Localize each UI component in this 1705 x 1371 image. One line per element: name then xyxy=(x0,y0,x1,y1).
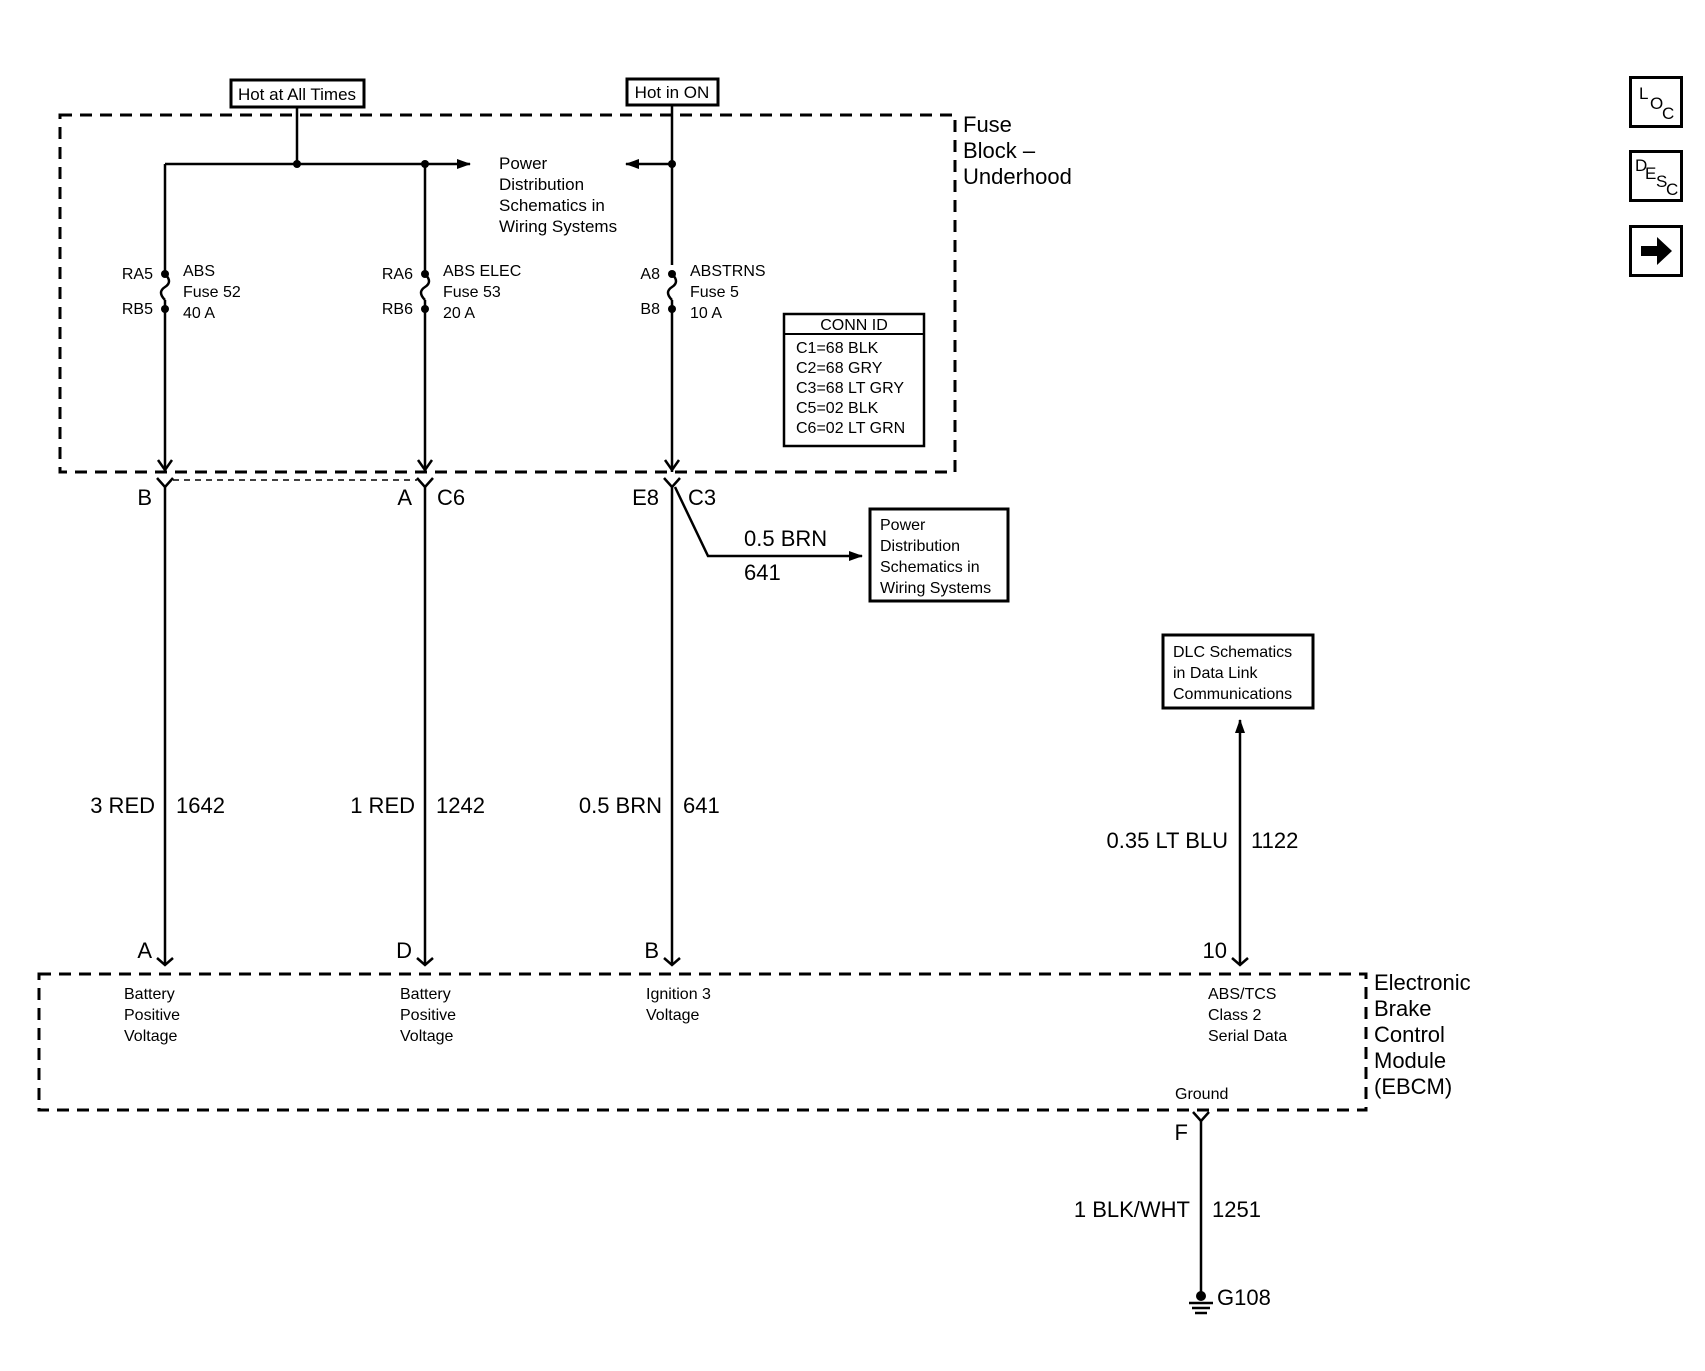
ebcm-outline xyxy=(37,972,1368,1112)
wire-1122-color: 0.35 LT BLU xyxy=(1107,828,1228,853)
wire-1251-circuit: 1251 xyxy=(1212,1197,1261,1222)
svg-text:RB6: RB6 xyxy=(382,301,413,318)
c3-pin-e8: E8 xyxy=(632,485,659,510)
fuse-52: RA5 RB5 ABS Fuse 52 40 A xyxy=(122,263,245,322)
hot-at-all-times-label: Hot at All Times xyxy=(229,78,366,109)
ebcm-ground-label: Ground xyxy=(1175,1086,1228,1103)
wire-641-color: 0.5 BRN xyxy=(579,793,662,818)
svg-text:ABS ELEC Fuse 53 2: ABS ELEC Fuse 53 20 A xyxy=(443,263,526,322)
branch-wire-641 xyxy=(673,486,863,561)
wire-1251-color: 1 BLK/WHT xyxy=(1074,1197,1190,1222)
ground-wire-1251 xyxy=(1192,1111,1210,1295)
fuse-outputs xyxy=(156,309,681,473)
ground-g108: G108 xyxy=(1217,1285,1271,1310)
fuse-block-outline xyxy=(58,113,957,474)
loc-letter-c: C xyxy=(1662,104,1675,123)
ebcm-pin-a: A xyxy=(137,938,152,963)
ebcm-pin-b: B xyxy=(644,938,659,963)
svg-text:RA5: RA5 xyxy=(122,266,153,283)
wire-1242-circuit: 1242 xyxy=(436,793,485,818)
wire-641-circuit: 641 xyxy=(683,793,720,818)
svg-text:ABSTRNS Fuse 5 10: ABSTRNS Fuse 5 10 A xyxy=(690,263,770,322)
ebcm-name: Electronic Brake Control Module (EBCM) xyxy=(1374,970,1477,1099)
svg-text:RA6: RA6 xyxy=(382,266,413,283)
description-button[interactable]: D E S C xyxy=(1629,150,1683,202)
svg-text:A8: A8 xyxy=(640,266,660,283)
loc-letter-o: O xyxy=(1650,94,1664,113)
c6-name: C6 xyxy=(437,485,465,510)
svg-text:C1=68 BLK C2=68 GRY: C1=68 BLK C2=68 GRY C3=68 LT GRY C5=02 B… xyxy=(796,340,908,437)
svg-text:ABS Fuse 52 40 A: ABS Fuse 52 40 A xyxy=(183,263,245,322)
ebcm-pin-d: D xyxy=(396,938,412,963)
ebcm-pin-a-desc: Battery Positive Voltage xyxy=(124,986,184,1045)
c6-pin-a: A xyxy=(397,485,412,510)
branch-wire-color: 0.5 BRN xyxy=(744,526,827,551)
svg-text:Hot at All Times: Hot at All Times xyxy=(238,85,356,104)
ebcm-pin-b-desc: Ignition 3 Voltage xyxy=(646,986,715,1024)
hot-in-on-label: Hot in ON xyxy=(625,77,720,107)
wire-1642-color: 3 RED xyxy=(90,793,155,818)
power-distribution-ref-top: Power Distribution Schematics in Wiring … xyxy=(499,154,617,236)
ebcm-pin-f: F xyxy=(1175,1120,1188,1145)
svg-text:DLC Schematics in Data L: DLC Schematics in Data Link Communicatio… xyxy=(1173,644,1297,703)
branch-wire-circuit: 641 xyxy=(744,560,781,585)
battery-feed-bus xyxy=(163,107,471,265)
location-button[interactable]: L O C xyxy=(1629,76,1683,128)
wire-1242-color: 1 RED xyxy=(350,793,415,818)
svg-text:Power Distribution: Power Distribution Schematics in Wiring … xyxy=(880,517,991,597)
wire-1122-circuit: 1122 xyxy=(1251,828,1298,853)
ebcm-pin-10: 10 xyxy=(1203,938,1227,963)
ebcm-pin-10-desc: ABS/TCS Class 2 Serial Data xyxy=(1208,986,1287,1045)
conn-id-table: CONN ID C1=68 BLK C2=68 GRY C3=68 LT GRY… xyxy=(782,312,926,448)
svg-text:CONN ID: CONN ID xyxy=(820,317,888,334)
ebcm-pin-d-desc: Battery Positive Voltage xyxy=(400,986,460,1045)
fuse-block-name: Fuse Block – Underhood xyxy=(963,112,1072,189)
svg-text:RB5: RB5 xyxy=(122,301,153,318)
loc-letter-l: L xyxy=(1639,84,1649,103)
arrow-right-icon xyxy=(1641,237,1672,265)
c6-pin-b: B xyxy=(137,485,152,510)
fuse-5: A8 B8 ABSTRNS Fuse 5 10 A xyxy=(640,263,770,322)
desc-letter-e: E xyxy=(1645,164,1657,183)
next-page-button[interactable] xyxy=(1629,225,1683,277)
desc-letter-s: S xyxy=(1656,172,1668,191)
power-distribution-ref-box: Power Distribution Schematics in Wiring … xyxy=(868,507,1010,603)
desc-letter-c: C xyxy=(1666,180,1679,199)
connector-c3 xyxy=(663,477,681,489)
main-wires xyxy=(156,487,1249,967)
c3-name: C3 xyxy=(688,485,716,510)
ignition-feed-bus xyxy=(625,105,674,265)
dlc-ref-box: DLC Schematics in Data Link Communicatio… xyxy=(1161,633,1315,710)
connector-c6 xyxy=(156,477,434,489)
svg-text:B8: B8 xyxy=(640,301,660,318)
desc-letter-d: D xyxy=(1635,156,1648,175)
fuse-53: RA6 RB6 ABS ELEC Fuse 53 20 A xyxy=(382,263,526,322)
svg-text:Hot in ON: Hot in ON xyxy=(635,83,710,102)
wire-1642-circuit: 1642 xyxy=(176,793,225,818)
ground-icon xyxy=(1189,1291,1213,1315)
